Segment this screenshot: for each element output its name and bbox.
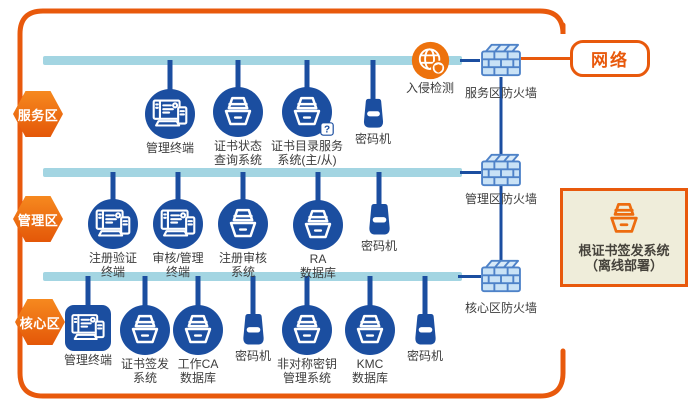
- zone-badge-management: 管理区: [13, 196, 63, 242]
- node-label: 管理终端: [145, 141, 194, 155]
- connector: [460, 59, 480, 62]
- server-box-icon-orange: [602, 197, 646, 241]
- zone-badge-label: 核心区: [19, 315, 61, 331]
- node-label: 密码机: [234, 349, 271, 363]
- node-label: 密码机: [354, 132, 391, 146]
- server-box-question-icon: [282, 87, 332, 137]
- firewall-label: 服务区防火墙: [464, 86, 538, 100]
- connector: [195, 276, 201, 314]
- firewall-icon-service: [479, 42, 523, 78]
- node-work-ca-database: 工作CA 数据库: [150, 305, 246, 385]
- node-crypto-machine: 密码机: [377, 312, 473, 364]
- terminal-icon: [88, 199, 138, 249]
- node-asym-key-mgmt-system: 非对称密钥 管理系统: [259, 305, 355, 385]
- node-label: 证书状态 查询系统: [213, 139, 262, 167]
- connector: [304, 60, 310, 98]
- node-label: 注册审核 系统: [218, 251, 267, 279]
- node-label: 密码机: [360, 239, 397, 253]
- connector: [110, 172, 116, 210]
- node-reg-verify-terminal: 注册验证 终端: [65, 199, 161, 279]
- node-label: 密码机: [406, 349, 443, 363]
- server-box-icon: [282, 305, 332, 355]
- connector: [370, 60, 376, 102]
- node-label: 证书目录服务 系统(主/从): [270, 139, 343, 167]
- connector: [460, 171, 481, 174]
- connector: [367, 276, 373, 314]
- node-label: 注册验证 终端: [88, 251, 137, 279]
- management-zone-bus: [43, 168, 462, 177]
- node-reg-audit-system: 注册审核 系统: [195, 199, 291, 279]
- node-mgmt-terminal-core: 管理终端: [40, 305, 136, 368]
- node-cert-status-system: 证书状态 查询系统: [190, 87, 286, 167]
- server-box-icon: [293, 200, 343, 250]
- node-label: 非对称密钥 管理系统: [276, 357, 337, 385]
- root-ca-offline-box: 根证书签发系统 （离线部署）: [560, 188, 688, 287]
- node-audit-mgmt-terminal: 审核/管理 终端: [130, 199, 226, 279]
- firewall-label: 管理区防火墙: [464, 192, 538, 206]
- firewall-label: 核心区防火墙: [464, 301, 538, 315]
- firewall-icon-management: [479, 152, 523, 188]
- server-box-icon: [173, 305, 223, 355]
- connector: [304, 276, 310, 314]
- node-label: 审核/管理 终端: [152, 251, 204, 279]
- terminal-icon: [65, 305, 111, 351]
- node-label: 证书签发 系统: [120, 357, 169, 385]
- node-label: 入侵检测: [405, 81, 454, 95]
- connector: [235, 60, 241, 98]
- firewall-icon-core: [479, 258, 523, 294]
- node-cert-issue-system: 证书签发 系统: [97, 305, 193, 385]
- server-box-icon: [218, 199, 268, 249]
- external-network-box: 网络: [570, 40, 650, 77]
- node-label: RA 数据库: [299, 252, 336, 280]
- terminal-icon: [153, 199, 203, 249]
- connector: [167, 60, 173, 100]
- connector: [85, 276, 91, 314]
- connector-to-network: [521, 57, 570, 60]
- connector: [315, 172, 321, 210]
- root-ca-label-line2: （离线部署）: [584, 258, 663, 273]
- service-zone-bus: [43, 56, 462, 65]
- server-box-icon: [345, 305, 395, 355]
- node-crypto-machine: 密码机: [325, 97, 421, 147]
- connector: [422, 276, 428, 320]
- connector: [250, 276, 256, 320]
- zone-badge-label: 服务区: [17, 107, 59, 123]
- terminal-icon: [145, 89, 195, 139]
- root-ca-label-line1: 根证书签发系统: [578, 243, 670, 258]
- connector: [175, 172, 181, 210]
- connector: [458, 275, 481, 278]
- node-cert-directory-system: 证书目录服务 系统(主/从): [259, 87, 355, 167]
- crypto-machine-icon: [358, 97, 389, 130]
- zone-badge-label: 管理区: [17, 212, 59, 228]
- node-ra-database: RA 数据库: [270, 200, 366, 280]
- network-label: 网络: [591, 51, 629, 70]
- connector: [142, 276, 148, 314]
- globe-shield-icon: [410, 40, 451, 81]
- server-box-icon: [120, 305, 170, 355]
- node-crypto-machine: 密码机: [331, 202, 427, 254]
- connector: [376, 172, 382, 212]
- connector: [240, 172, 246, 210]
- crypto-machine-icon: [363, 202, 396, 237]
- node-label: KMC 数据库: [351, 357, 388, 385]
- node-mgmt-terminal: 管理终端: [122, 89, 218, 156]
- node-kmc-database: KMC 数据库: [322, 305, 418, 385]
- node-label: 工作CA 数据库: [177, 357, 219, 385]
- crypto-machine-icon: [409, 312, 442, 347]
- node-intrusion-detection: 入侵检测: [382, 40, 478, 96]
- node-label: 管理终端: [63, 353, 112, 367]
- connector: [499, 77, 503, 154]
- connector: [499, 186, 503, 260]
- server-box-icon: [213, 87, 263, 137]
- node-crypto-machine: 密码机: [205, 312, 301, 364]
